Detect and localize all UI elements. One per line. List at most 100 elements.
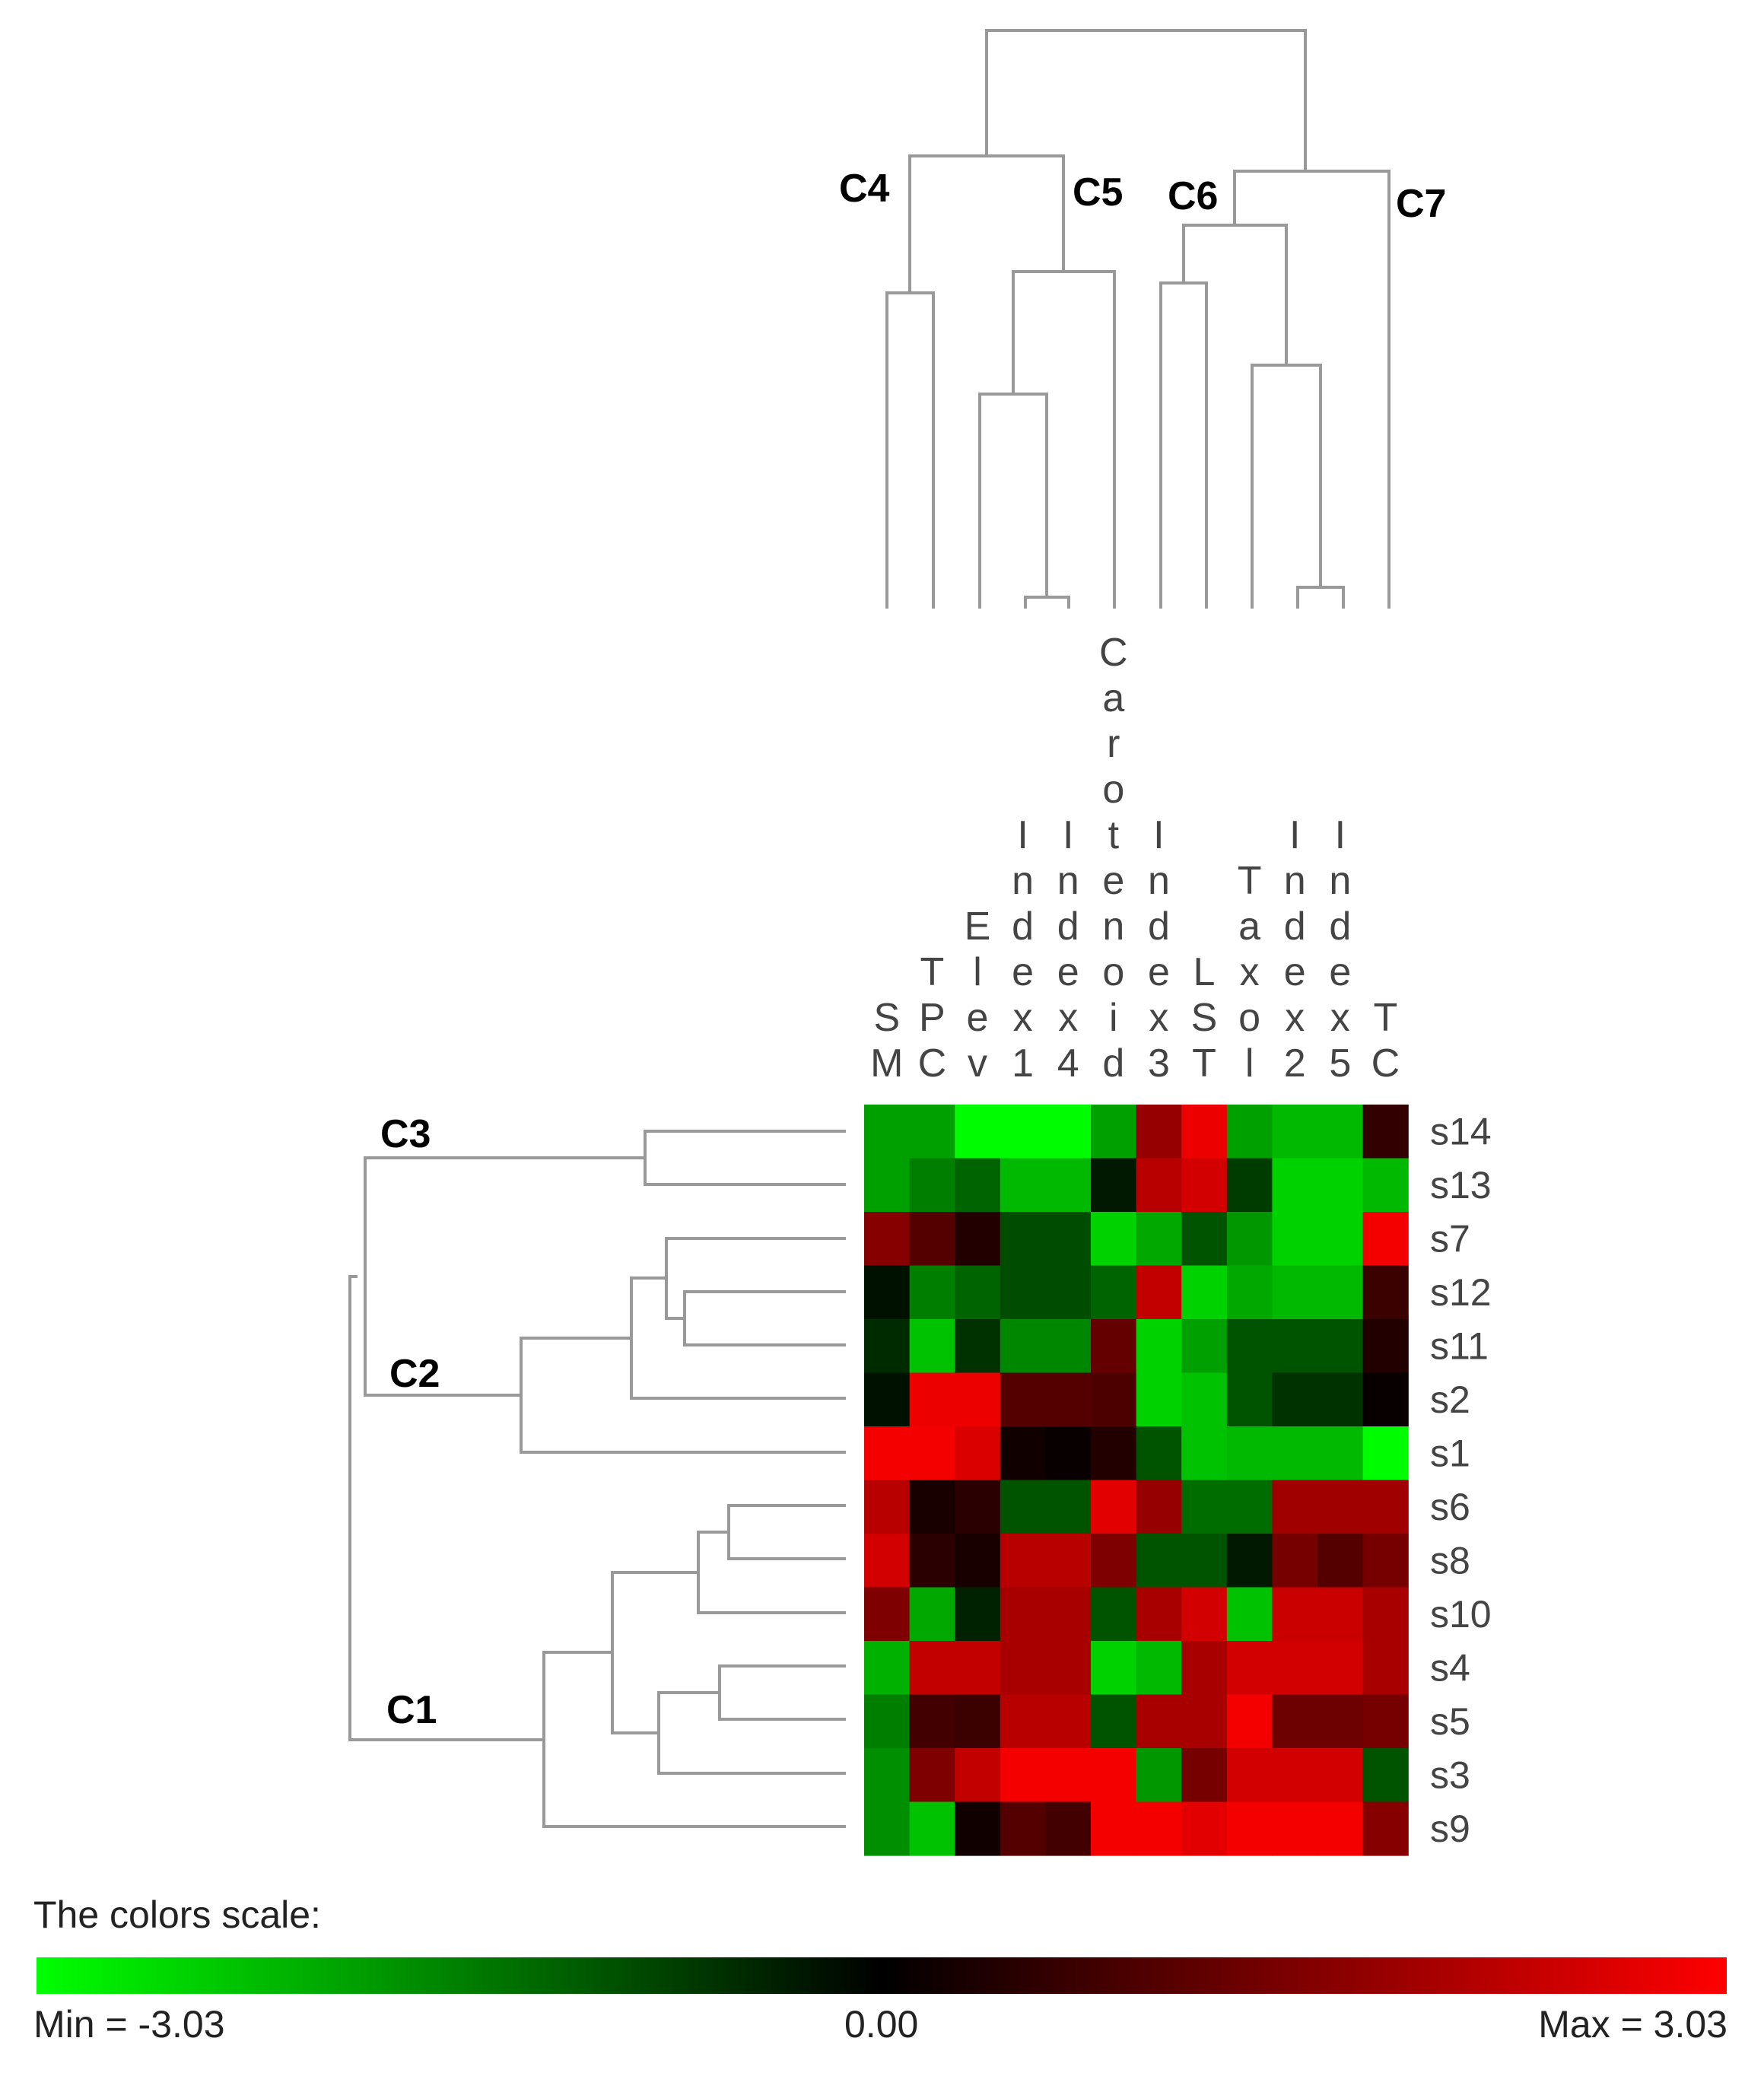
heatmap-cell: [909, 1534, 955, 1588]
heatmap-cell: [1362, 1426, 1409, 1481]
heatmap-cell: [1091, 1265, 1137, 1320]
heatmap-cell: [1226, 1372, 1273, 1427]
heatmap-cell: [1362, 1105, 1409, 1159]
heatmap-cell: [864, 1587, 911, 1642]
heatmap-cell: [1091, 1641, 1137, 1696]
row-label: s9: [1430, 1807, 1470, 1850]
heatmap-cell: [1226, 1158, 1273, 1213]
heatmap-cell: [1226, 1641, 1273, 1696]
heatmap-cell: [1045, 1158, 1092, 1213]
heatmap-cell: [864, 1694, 911, 1749]
heatmap-cell: [1091, 1694, 1137, 1749]
heatmap-cell: [1181, 1265, 1228, 1320]
heatmap-cell: [864, 1480, 911, 1534]
heatmap-cell: [1317, 1319, 1364, 1374]
heatmap-cell: [1362, 1534, 1409, 1588]
heatmap-cell: [909, 1158, 955, 1213]
heatmap-cell: [1317, 1265, 1364, 1320]
heatmap-cell: [1181, 1587, 1228, 1642]
row-label: s12: [1430, 1271, 1492, 1314]
heatmap-cell: [1045, 1372, 1092, 1427]
heatmap-cell: [864, 1748, 911, 1803]
heatmap-cell: [1272, 1212, 1318, 1267]
heatmap-cell: [1226, 1801, 1273, 1856]
row-dendro-root: [348, 1275, 544, 1741]
heatmap-cell: [1272, 1534, 1318, 1588]
heatmap-cell: [1091, 1105, 1137, 1159]
heatmap-cell: [1317, 1426, 1364, 1481]
heatmap-cell: [1045, 1748, 1092, 1803]
heatmap-cell: [864, 1158, 911, 1213]
heatmap-cell: [1045, 1212, 1092, 1267]
heatmap-cell: [1000, 1426, 1046, 1481]
heatmap-cell: [909, 1748, 955, 1803]
row-dendro-leaf-s6-s8: [727, 1504, 846, 1560]
col-dendro-leaf-index3-lst: [1159, 281, 1208, 609]
heatmap-cell: [1045, 1265, 1092, 1320]
heatmap-cell: [1045, 1801, 1092, 1856]
heatmap-cell: [1136, 1372, 1182, 1427]
heatmap-cell: [1091, 1372, 1137, 1427]
heatmap-cell: [1136, 1265, 1182, 1320]
heatmap-cell: [864, 1372, 911, 1427]
heatmap-cell: [1226, 1105, 1273, 1159]
row-dendro-leaf-s12-s11: [683, 1290, 846, 1346]
heatmap-cell: [1272, 1105, 1318, 1159]
heatmap-cell: [909, 1319, 955, 1374]
heatmap-cell: [1181, 1212, 1228, 1267]
row-label: s3: [1430, 1753, 1470, 1796]
heatmap-cell: [1136, 1641, 1182, 1696]
heatmap-cell: [864, 1801, 911, 1856]
heatmap-cell: [1136, 1587, 1182, 1642]
heatmap-cell: [1136, 1426, 1182, 1481]
heatmap-cell: [1362, 1748, 1409, 1803]
heatmap-cell: [909, 1105, 955, 1159]
heatmap-cell: [1000, 1480, 1046, 1534]
color-scale-bar: [37, 1957, 1727, 1994]
col-dendro-leaf-index2-index5: [1296, 586, 1345, 609]
heatmap-cell: [1181, 1372, 1228, 1427]
cluster-label-c1: C1: [386, 1688, 437, 1732]
color-scale-title: The colors scale:: [33, 1893, 321, 1936]
heatmap-cell: [1272, 1158, 1318, 1213]
heatmap-cell: [1362, 1319, 1409, 1374]
col-dendro-elev-index14: [978, 393, 1048, 609]
heatmap-cell: [1000, 1319, 1046, 1374]
color-scale-max-label: Max = 3.03: [1538, 2003, 1727, 2046]
heatmap-cell: [1091, 1480, 1137, 1534]
heatmap-cell: [1362, 1158, 1409, 1213]
heatmap-cell: [1045, 1587, 1092, 1642]
heatmap-cell: [1136, 1694, 1182, 1749]
heatmap-cell: [1000, 1801, 1046, 1856]
heatmap-cell: [1181, 1801, 1228, 1856]
row-dendro-leaf-s4-s5: [718, 1664, 846, 1721]
heatmap-cell: [1000, 1748, 1046, 1803]
heatmap-cell: [1091, 1426, 1137, 1481]
heatmap-cell: [955, 1319, 1001, 1374]
heatmap-cell: [1091, 1534, 1137, 1588]
heatmap-cell: [1226, 1587, 1273, 1642]
heatmap-cell: [1272, 1426, 1318, 1481]
heatmap-cell: [1362, 1265, 1409, 1320]
heatmap-cell: [864, 1534, 911, 1588]
heatmap-cell: [1091, 1319, 1137, 1374]
heatmap-cell: [1091, 1748, 1137, 1803]
row-label: s5: [1430, 1700, 1470, 1743]
heatmap-cell: [955, 1265, 1001, 1320]
heatmap-cell: [1317, 1372, 1364, 1427]
heatmap-cell: [1045, 1534, 1092, 1588]
heatmap-cell: [1317, 1105, 1364, 1159]
heatmap-cell: [955, 1212, 1001, 1267]
row-dendro-s2: [630, 1277, 846, 1400]
heatmap-cell: [1362, 1587, 1409, 1642]
heatmap-cell: [1000, 1587, 1046, 1642]
heatmap-cell: [909, 1426, 955, 1481]
cluster-label-c3: C3: [380, 1112, 431, 1156]
heatmap-cell: [1226, 1319, 1273, 1374]
